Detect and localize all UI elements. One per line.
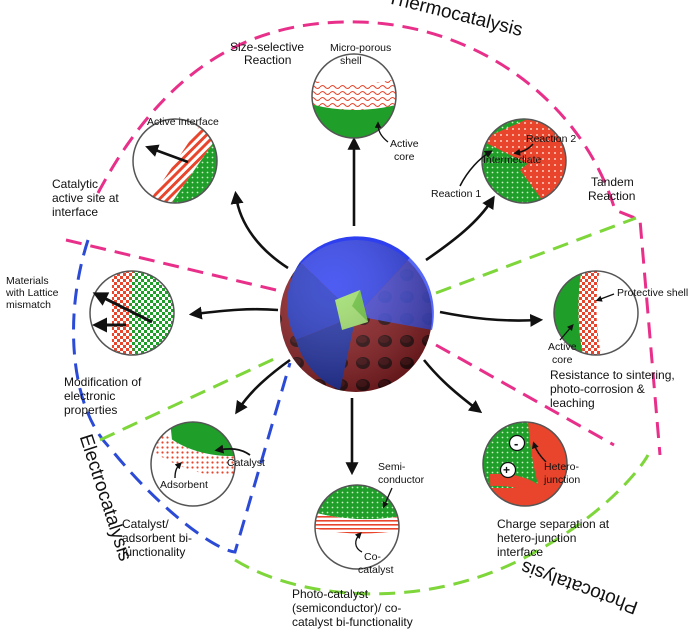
photocatalysis-title: Photocatalysis [518, 556, 640, 618]
cocatalyst-label-2: catalyst [358, 564, 394, 576]
active-interface-title-1: Catalytic [52, 177, 98, 191]
size-selective-title-2: Reaction [244, 53, 291, 67]
heterojunction-title-3: interface [497, 545, 543, 559]
tandem-title-2: Reaction [588, 189, 635, 203]
protective-core-label-1: Active [548, 341, 577, 353]
cocatalyst-title-1: Photo-catalyst [292, 587, 369, 601]
protective-title-2: photo-corrosion & [550, 382, 645, 396]
panel-lattice-mismatch: Materials with Lattice mismatch Modifica… [5, 270, 175, 417]
hub-arrows [188, 136, 544, 476]
panel-protective-shell: Protective shell Active core Resistance … [548, 270, 688, 410]
protective-shell-label: Protective shell [617, 287, 688, 299]
active-interface-label: Active interface [147, 116, 219, 128]
micro-porous-label-2: shell [340, 55, 362, 67]
lattice-title-1: Modification of [64, 375, 142, 389]
active-interface-title-3: interface [52, 205, 98, 219]
hole-plus-symbol: + [503, 463, 510, 477]
reaction-2-label: Reaction 2 [526, 133, 576, 145]
semiconductor-label-1: Semi- [378, 461, 406, 473]
lattice-title-3: properties [64, 403, 117, 417]
protective-title-3: leaching [550, 396, 595, 410]
catalyst-label: Catalyst [227, 457, 265, 469]
panel-heterojunction: - + Hetero- junction Charge separation a… [482, 421, 610, 559]
active-core-label-1: Active [390, 138, 419, 150]
heterojunction-title-1: Charge separation at [497, 517, 610, 531]
thermo-left-divider [65, 238, 615, 447]
adsorbent-title-3: functionality [122, 545, 185, 559]
thermocatalysis-title: Thermocatalysis [385, 0, 524, 41]
panel-adsorbent: Catalyst Adsorbent Catalyst/ adsorbent b… [122, 421, 265, 559]
panel-size-selective: Size-selective Reaction Micro-porous she… [230, 40, 419, 163]
panel-active-interface: Active interface Catalytic active site a… [52, 116, 219, 219]
heterojunction-label-1: Hetero- [544, 461, 580, 473]
adsorbent-title-2: adsorbent bi- [122, 531, 192, 545]
lattice-title-2: electronic [64, 389, 115, 403]
active-core-label-2: core [394, 151, 415, 163]
photocatalysis-zone-boundary [99, 216, 650, 596]
electrocatalysis-zone-boundary [72, 239, 292, 554]
semiconductor-label-2: conductor [378, 474, 425, 486]
protective-core-label-2: core [552, 354, 573, 366]
protective-title-1: Resistance to sintering, [550, 368, 675, 382]
central-yolk-shell-hub [280, 236, 434, 392]
adsorbent-title-1: Catalyst/ [122, 517, 169, 531]
lattice-label-3: mismatch [6, 299, 51, 311]
heterojunction-title-2: hetero-junction [497, 531, 576, 545]
thermocatalysis-zone-boundary [96, 20, 662, 456]
reaction-1-label: Reaction 1 [431, 188, 481, 200]
adsorbent-label: Adsorbent [160, 479, 208, 491]
lattice-label-2: with Lattice [5, 287, 59, 299]
panel-tandem-reaction: Reaction 2 Intermediate Reaction 1 Tande… [431, 118, 635, 204]
heterojunction-label-2: junction [543, 474, 580, 486]
lattice-label-1: Materials [6, 275, 49, 287]
cocatalyst-title-3: catalyst bi-functionality [292, 615, 413, 629]
intermediate-label: Intermediate [483, 154, 542, 166]
micro-porous-label-1: Micro-porous [330, 42, 391, 54]
active-interface-title-2: active site at [52, 191, 119, 205]
panel-cocatalyst: Semi- conductor Co- catalyst Photo-catal… [292, 461, 425, 629]
tandem-title-1: Tandem [591, 175, 634, 189]
cocatalyst-label-1: Co- [364, 551, 381, 563]
size-selective-title-1: Size-selective [230, 40, 304, 54]
cocatalyst-title-2: (semiconductor)/ co- [292, 601, 401, 615]
electron-minus-symbol: - [514, 436, 518, 451]
